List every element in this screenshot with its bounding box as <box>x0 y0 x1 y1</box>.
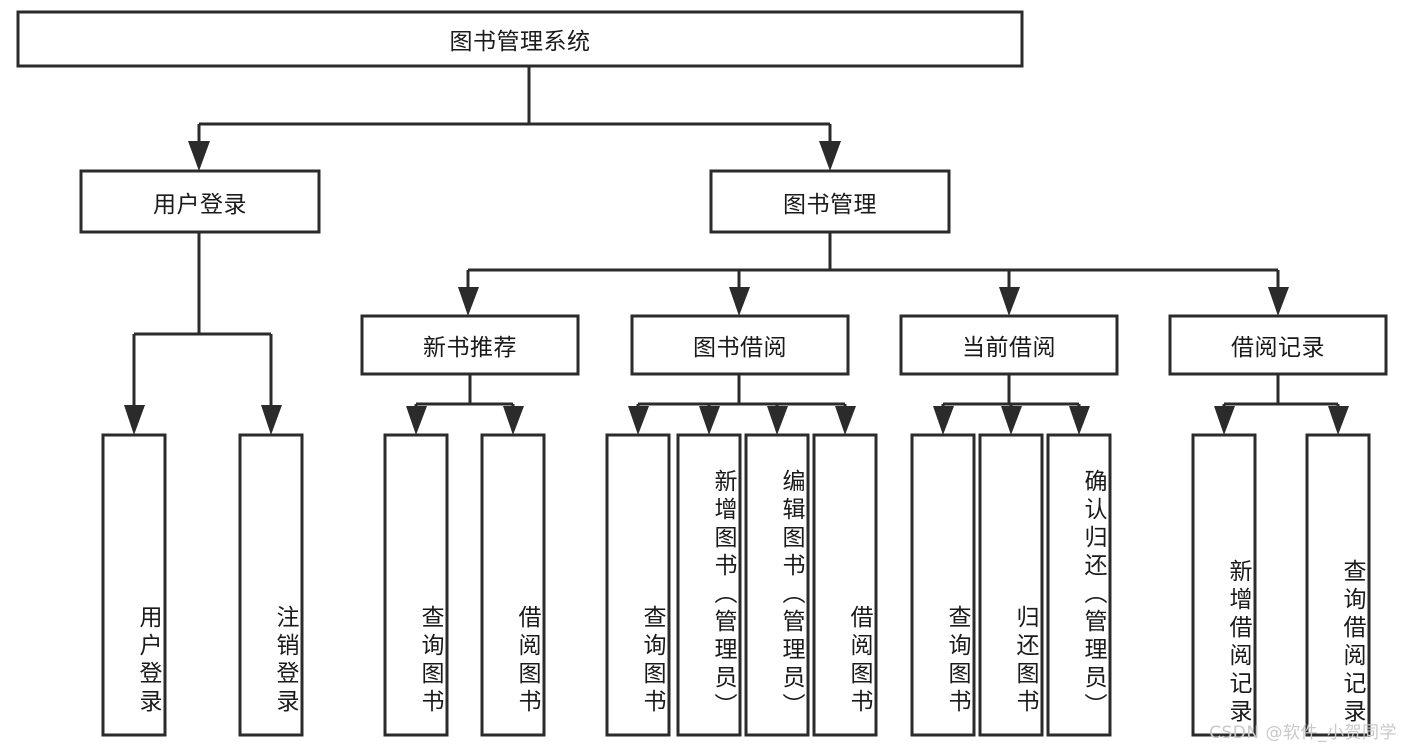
arrow-head-icon <box>124 405 145 435</box>
arrow-head-icon <box>999 287 1020 316</box>
csdn-watermark: CSDN @软件_小贺同学 <box>1209 723 1397 743</box>
arrow-head-icon <box>188 141 210 171</box>
arrow-head-icon <box>1069 406 1090 435</box>
leaf-box[interactable] <box>744 433 810 737</box>
node-box-borrow-record[interactable] <box>1168 314 1388 376</box>
arrow-head-icon <box>1328 406 1349 435</box>
node-box-group <box>16 10 1388 737</box>
arrow-head-icon <box>729 287 750 316</box>
node-box-book-borrow[interactable] <box>630 314 850 376</box>
arrow-head-icon <box>1268 287 1289 316</box>
arrow-head-icon <box>406 406 427 435</box>
arrow-head-icon <box>819 141 841 171</box>
node-box-user-login[interactable] <box>79 169 321 234</box>
arrow-head-icon <box>835 406 856 435</box>
leaf-box[interactable] <box>101 433 167 737</box>
arrow-head-icon <box>628 406 649 435</box>
leaf-box[interactable] <box>676 433 742 737</box>
arrow-head-icon <box>1214 406 1235 435</box>
node-box-book-manage[interactable] <box>709 169 951 234</box>
leaf-box[interactable] <box>605 433 671 737</box>
leaf-box[interactable] <box>383 433 449 737</box>
leaf-box[interactable] <box>238 433 304 737</box>
edge-group <box>124 66 1349 435</box>
leaf-box[interactable] <box>480 433 546 737</box>
leaf-box[interactable] <box>1046 433 1112 737</box>
leaf-box[interactable] <box>910 433 976 737</box>
arrow-head-icon <box>1001 406 1022 435</box>
leaf-box[interactable] <box>1191 433 1257 737</box>
leaf-box[interactable] <box>1305 433 1371 737</box>
node-box-new-book-rec[interactable] <box>360 314 580 376</box>
arrow-head-icon <box>699 406 720 435</box>
arrow-head-icon <box>767 406 788 435</box>
arrow-head-icon <box>933 406 954 435</box>
leaf-box[interactable] <box>812 433 878 737</box>
arrow-head-icon <box>261 405 282 435</box>
leaf-box[interactable] <box>978 433 1044 737</box>
arrow-head-icon <box>458 287 479 316</box>
node-box-current-borrow[interactable] <box>899 314 1119 376</box>
arrow-head-icon <box>503 406 524 435</box>
node-box-root[interactable] <box>16 10 1024 68</box>
